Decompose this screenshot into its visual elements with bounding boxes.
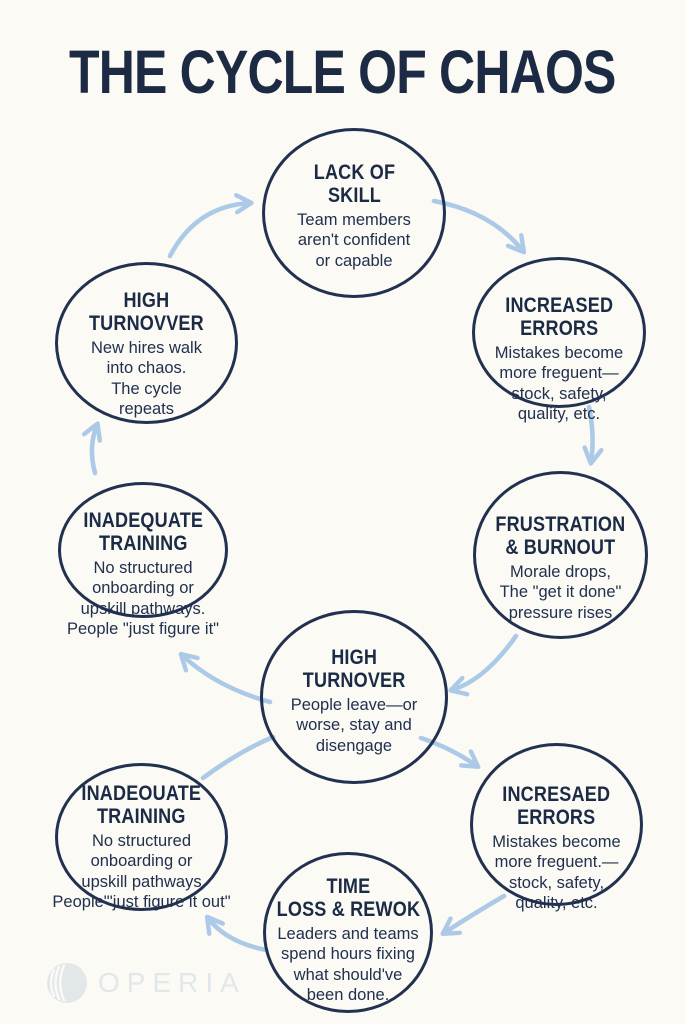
node-body: Mistakes become more freguent— stock, sa… (494, 344, 624, 424)
arrow-high-turnover-to-inadequate-training (182, 655, 273, 705)
cycle-node-frustration-burnout: FRUSTRATION & BURNOUT Morale drops, The … (473, 471, 648, 639)
node-heading: HIGH TURNOVER (302, 645, 406, 692)
node-heading: HIGH TURNOVVER (89, 288, 204, 335)
swirl-globe-icon (47, 963, 87, 1003)
node-body: People leave—or worse, stay and disengag… (290, 696, 418, 755)
cycle-node-inadequate-training: INADEQUATE TRAINING No structured onboar… (58, 482, 228, 638)
arrow-time-loss-to-inadeouate-training (208, 918, 269, 953)
arrow-lack-of-skill-to-increased-errors (431, 198, 523, 251)
node-body: No structured onboarding or upskill path… (52, 832, 231, 912)
arrow-frustration-to-high-turnover (452, 633, 519, 690)
node-body: Leaders and teams spend hours fixing wha… (277, 925, 419, 1005)
node-heading: INADEQUATE TRAINING (83, 508, 203, 555)
cycle-node-incresaed-errors: INCRESAED ERRORS Mistakes become more fr… (470, 743, 643, 912)
connector-inadeouate-training-to-high-turnover (200, 734, 276, 781)
node-body: Mistakes become more freguent.— stock, s… (492, 833, 621, 913)
cycle-node-high-turnover: HIGH TURNOVER People leave—or worse, sta… (260, 610, 448, 784)
arrow-inadequate-training-to-turnovver (92, 425, 97, 476)
brand-name: OPERIA (98, 967, 246, 998)
cycle-node-inadeouate-training: INADEOUATE TRAINING No structured onboar… (52, 763, 231, 911)
node-body: Morale drops, The "get it done" pressure… (499, 563, 622, 622)
cycle-node-time-loss-rework: TIME LOSS & REWOK Leaders and teams spen… (263, 852, 433, 1013)
cycle-node-lack-of-skill: LACK OF SKILL Team members aren't confid… (262, 128, 446, 298)
node-heading: INADEOUATE TRAINING (81, 781, 202, 828)
node-heading: TIME LOSS & REWOK (276, 874, 420, 921)
node-body: No structured onboarding or upskill path… (66, 559, 220, 639)
arrow-turnovver-to-lack-of-skill (167, 203, 250, 259)
node-heading: INCREASED ERRORS (505, 293, 613, 340)
arrow-incresaed-errors-to-time-loss (444, 893, 507, 933)
arrow-increased-errors-to-frustration (589, 404, 593, 462)
cycle-node-high-turnovver: HIGH TURNOVVER New hires walk into chaos… (55, 262, 238, 424)
brand-watermark: OPERIA (46, 962, 246, 1004)
node-heading: LACK OF SKILL (313, 160, 395, 207)
node-body: New hires walk into chaos. The cycle rep… (91, 339, 202, 419)
page-title: THE CYCLE OF CHAOS (0, 42, 685, 103)
node-body: Team members aren't confident or capable (297, 211, 411, 270)
cycle-node-increased-errors: INCREASED ERRORS Mistakes become more fr… (472, 257, 646, 423)
node-heading: FRUSTRATION & BURNOUT (495, 512, 626, 559)
node-heading: INCRESAED ERRORS (502, 782, 611, 829)
page-title-text: THE CYCLE OF CHAOS (69, 38, 616, 106)
